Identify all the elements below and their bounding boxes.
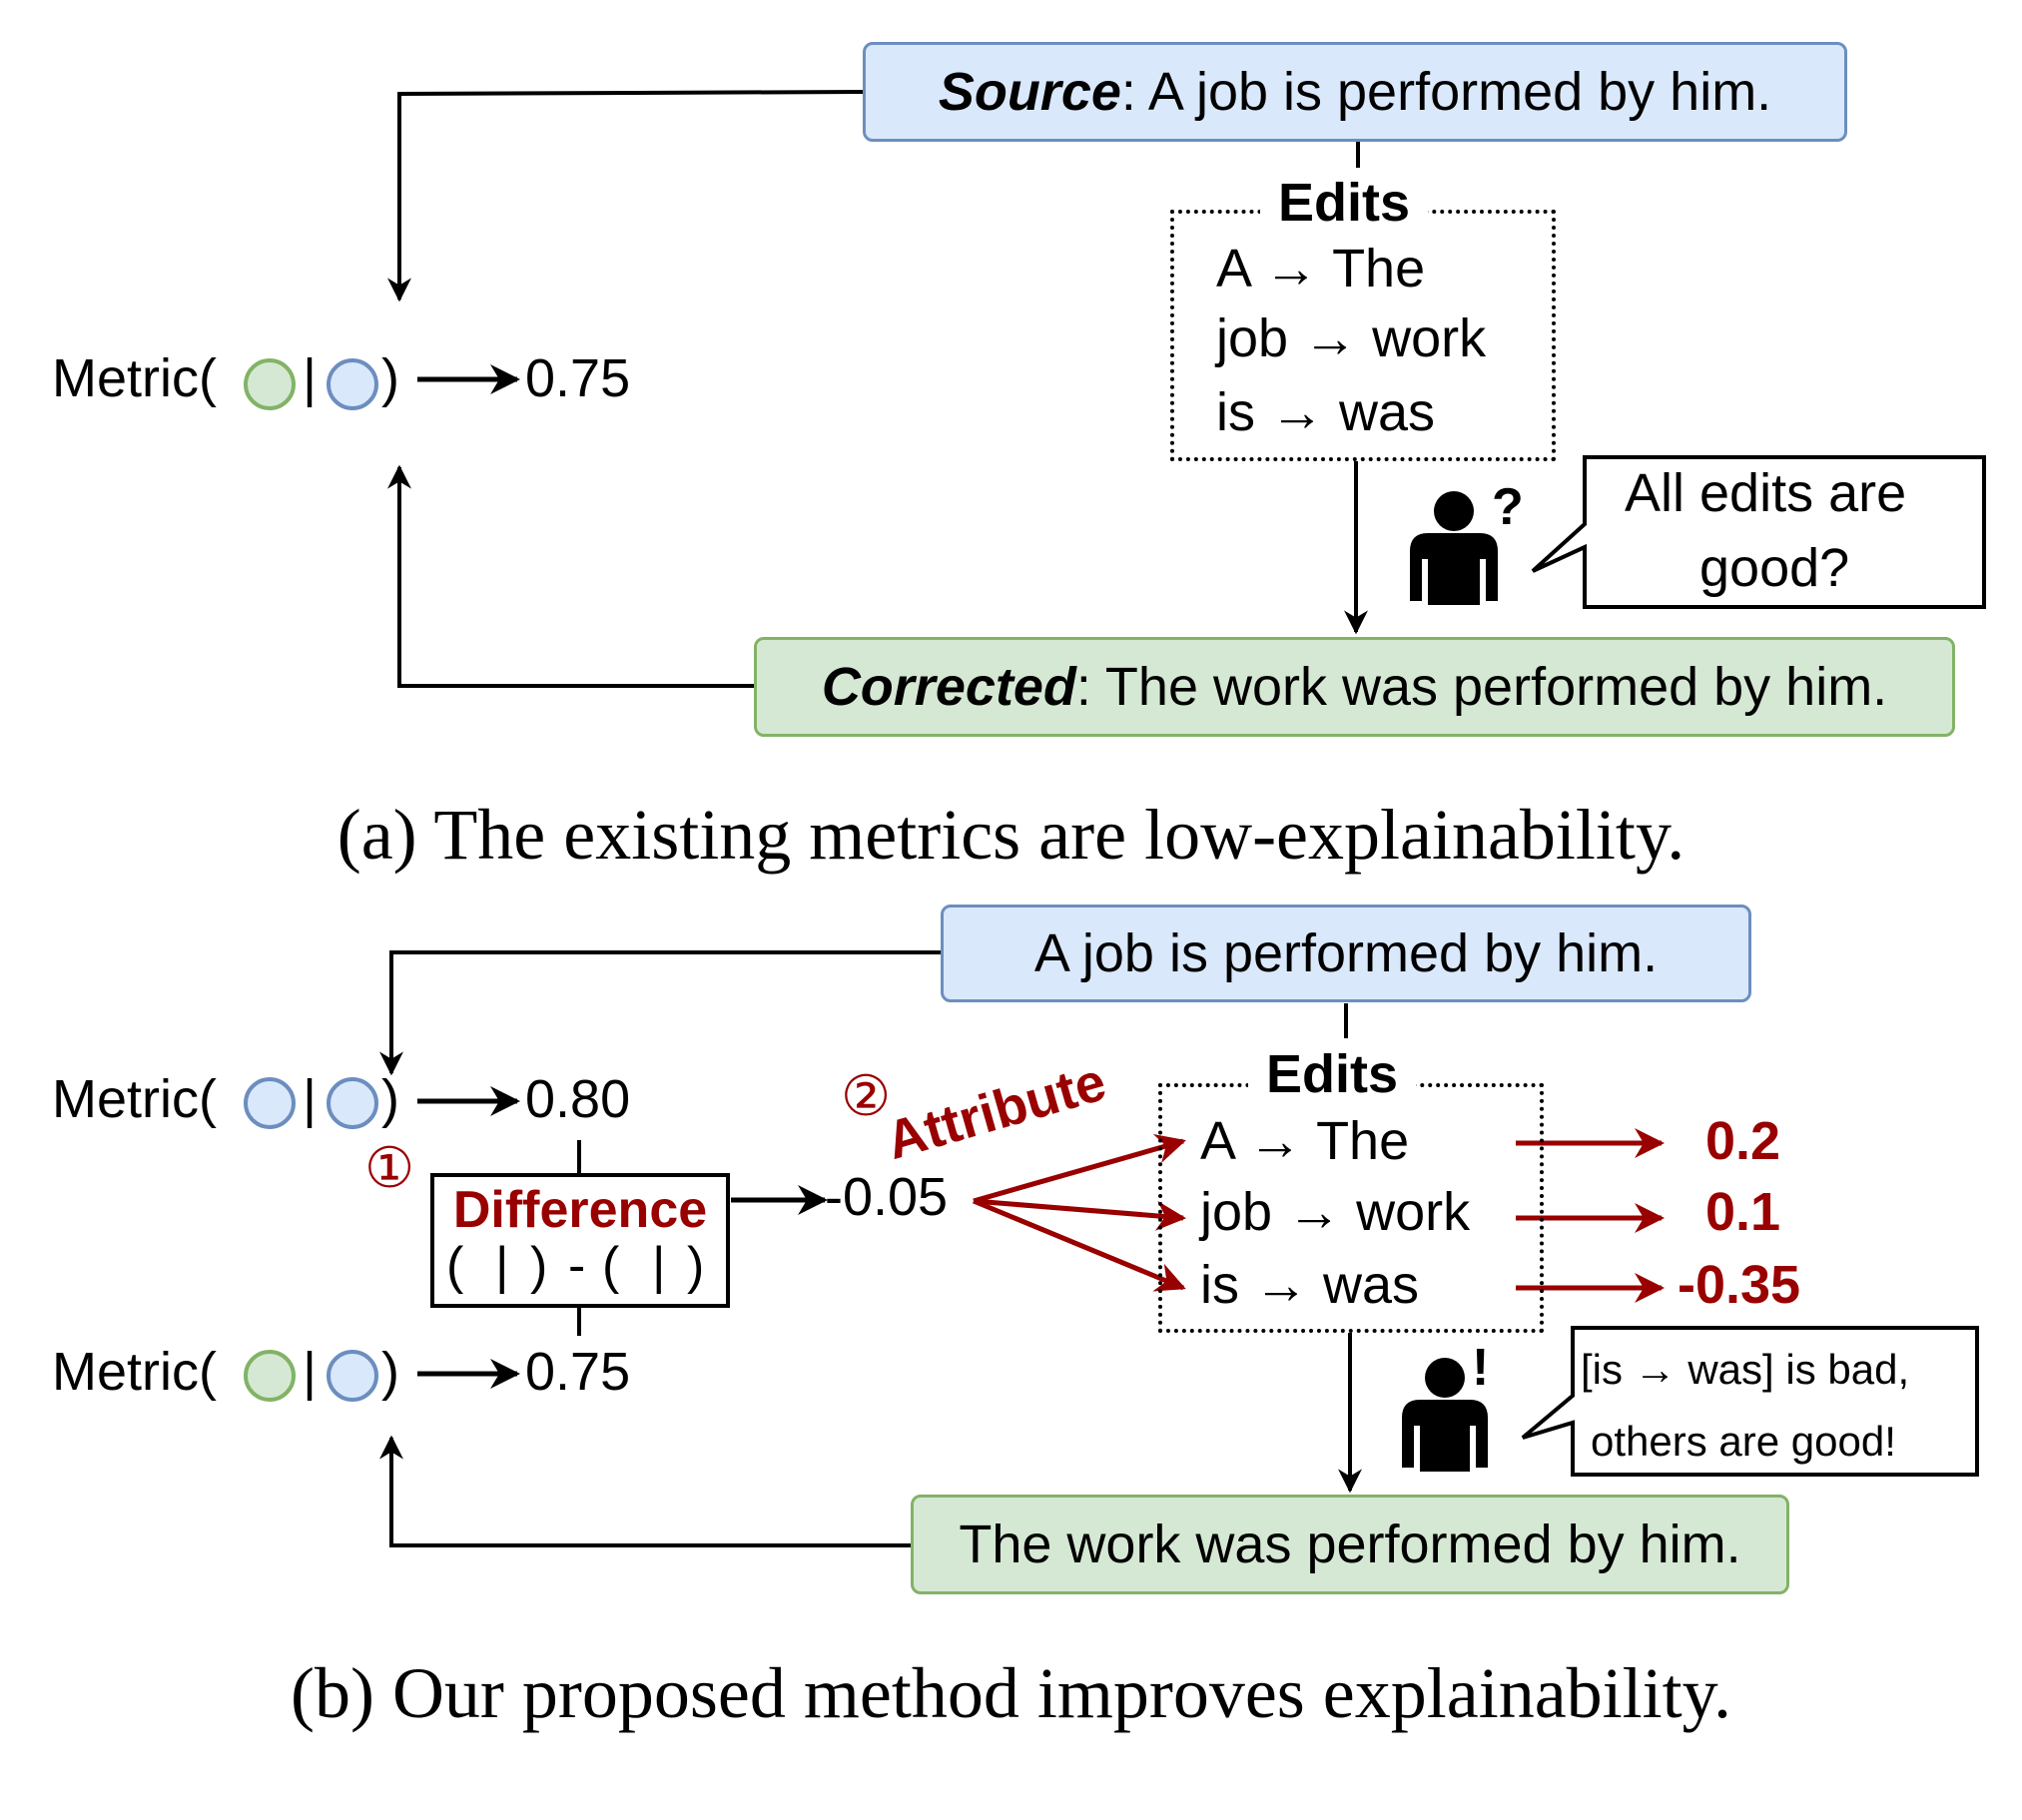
b-edit-1: A → The bbox=[1200, 1111, 1410, 1171]
a-caption: (a) The existing metrics are low-explain… bbox=[337, 795, 1685, 875]
b-bubble-line-1: [is → was] is bad, bbox=[1581, 1346, 1910, 1393]
a-edit-3: is → was bbox=[1216, 382, 1436, 442]
b-edits-title: Edits bbox=[1248, 1043, 1417, 1105]
b-speech-bubble bbox=[1521, 1326, 1979, 1477]
b-metric-top-circle-1 bbox=[244, 1077, 296, 1129]
a-source-to-metric-arrow bbox=[387, 90, 864, 303]
b-score-1: 0.2 bbox=[1705, 1111, 1781, 1171]
b-corrected-to-metric-arrow bbox=[379, 1435, 911, 1547]
a-corrected-box: Corrected: The work was performed by him… bbox=[754, 637, 1955, 737]
difference-box: Difference ( | ) - ( | ) bbox=[430, 1173, 730, 1308]
a-corrected-text: : The work was performed by him. bbox=[1075, 657, 1888, 717]
a-source-box: Source: A job is performed by him. bbox=[863, 42, 1847, 142]
b-caption: (b) Our proposed method improves explain… bbox=[290, 1653, 1732, 1733]
b-score-2: 0.1 bbox=[1705, 1182, 1781, 1242]
b-metric-top-prefix: Metric( bbox=[52, 1069, 217, 1129]
difference-minus: - bbox=[568, 1236, 586, 1295]
step2-marker: ② bbox=[841, 1066, 892, 1128]
a-corrected-to-metric-arrow bbox=[387, 464, 754, 688]
a-person-question-mark: ? bbox=[1492, 478, 1524, 536]
b-person-icon bbox=[1402, 1358, 1488, 1472]
a-edits-title: Edits bbox=[1260, 172, 1429, 234]
b-attribute-arrow-3 bbox=[973, 1198, 1186, 1292]
b-metric-top-close: ) bbox=[381, 1069, 399, 1129]
a-metric-close: ) bbox=[381, 348, 399, 408]
b-score-3: -0.35 bbox=[1678, 1255, 1801, 1315]
a-bubble-line-2: good? bbox=[1699, 538, 1850, 598]
b-metric-bottom-value: 0.75 bbox=[525, 1342, 631, 1402]
b-attribute-arrow-2 bbox=[973, 1198, 1186, 1231]
a-metric-source-circle bbox=[327, 358, 378, 410]
a-bubble-line-1: All edits are bbox=[1625, 463, 1907, 523]
a-corrected-label: Corrected bbox=[821, 657, 1076, 717]
b-source-box: A job is performed by him. bbox=[941, 905, 1751, 1002]
b-metric-top-sep: | bbox=[303, 1069, 318, 1129]
a-person-icon bbox=[1410, 491, 1498, 605]
b-edit-2: job → work bbox=[1200, 1182, 1471, 1242]
b-metric-bottom-close: ) bbox=[381, 1342, 399, 1402]
b-source-text: A job is performed by him. bbox=[1033, 923, 1659, 983]
b-person-exclamation: ! bbox=[1472, 1339, 1490, 1397]
b-bubble-line-2: others are good! bbox=[1591, 1418, 1896, 1465]
b-metric-top-circle-2 bbox=[327, 1077, 378, 1129]
b-metric-bottom-prefix: Metric( bbox=[52, 1342, 217, 1402]
a-source-label: Source bbox=[938, 62, 1121, 122]
b-metric-bottom-circle-2 bbox=[327, 1350, 378, 1402]
b-corrected-box: The work was performed by him. bbox=[911, 1495, 1789, 1594]
a-edit-1: A → The bbox=[1216, 239, 1426, 299]
b-metric-bottom-circle-1 bbox=[244, 1350, 296, 1402]
a-metric-prefix: Metric( bbox=[52, 348, 217, 408]
difference-label: Difference bbox=[452, 1180, 708, 1239]
b-corrected-text: The work was performed by him. bbox=[959, 1515, 1741, 1574]
b-edit-3: is → was bbox=[1200, 1255, 1420, 1315]
a-metric-sep: | bbox=[303, 348, 318, 408]
a-source-text: : A job is performed by him. bbox=[1120, 62, 1772, 122]
step1-marker: ① bbox=[364, 1138, 415, 1200]
a-speech-bubble bbox=[1531, 455, 1986, 609]
b-source-to-metric-arrow bbox=[379, 950, 941, 1076]
b-metric-top-value: 0.80 bbox=[525, 1069, 631, 1129]
a-metric-corrected-circle bbox=[244, 358, 296, 410]
b-attribute-arrow-1 bbox=[973, 1133, 1186, 1204]
b-metric-bottom-sep: | bbox=[303, 1342, 318, 1402]
difference-formula: ( | ) - ( | ) bbox=[446, 1236, 705, 1295]
a-edit-2: job → work bbox=[1216, 308, 1487, 368]
difference-result: -0.05 bbox=[825, 1167, 949, 1227]
a-metric-value: 0.75 bbox=[525, 348, 631, 408]
